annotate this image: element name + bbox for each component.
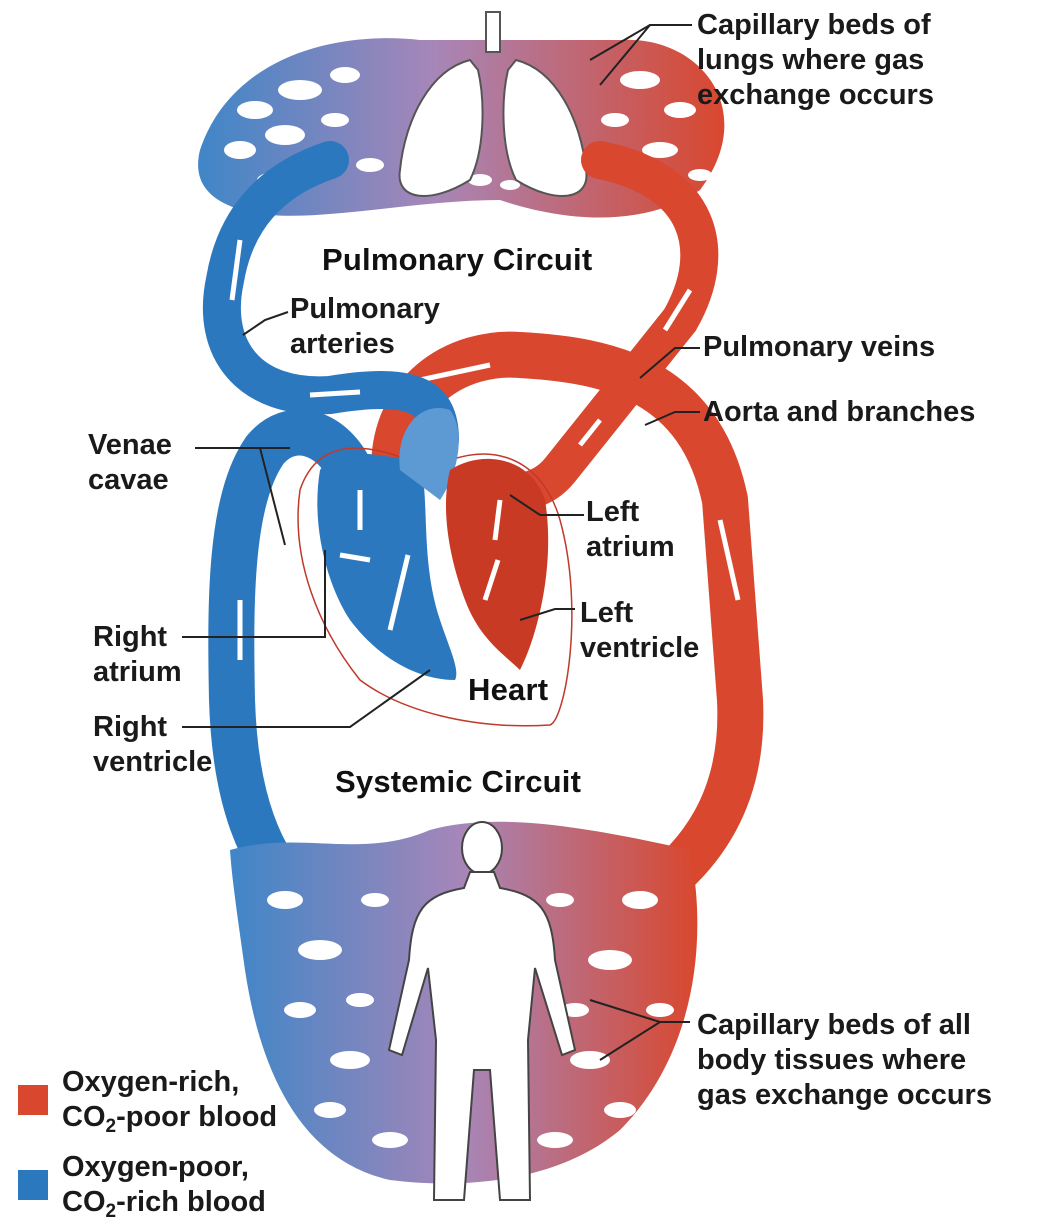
label-capillary-lungs-line1: Capillary beds of — [697, 8, 934, 43]
title-systemic-circuit: Systemic Circuit — [335, 764, 581, 799]
legend-text-oxygen-poor: Oxygen-poor, CO2-rich blood — [62, 1150, 266, 1220]
legend-oxygen-rich-sub: 2 — [106, 1116, 117, 1137]
label-capillary-beds-lungs: Capillary beds of lungs where gas exchan… — [697, 8, 934, 113]
legend-oxygen-rich-post: -poor blood — [116, 1101, 277, 1133]
title-pulmonary-circuit: Pulmonary Circuit — [322, 242, 592, 277]
legend-swatch-oxygen-poor — [18, 1170, 48, 1200]
label-right-ventricle-line2: ventricle — [93, 745, 212, 780]
legend-oxygen-poor-line1: Oxygen-poor, — [62, 1150, 266, 1185]
label-left-atrium-line2: atrium — [586, 530, 675, 565]
label-right-atrium-line2: atrium — [93, 655, 182, 690]
title-heart: Heart — [468, 672, 548, 707]
label-pulmonary-veins: Pulmonary veins — [703, 330, 935, 365]
label-pulmonary-arteries: Pulmonary arteries — [290, 292, 440, 362]
legend-text-oxygen-rich: Oxygen-rich, CO2-poor blood — [62, 1065, 277, 1135]
label-capillary-body-line3: gas exchange occurs — [697, 1078, 992, 1113]
label-aorta-and-branches: Aorta and branches — [703, 395, 975, 430]
label-left-ventricle-line2: ventricle — [580, 631, 699, 666]
legend-oxygen-poor-line2: CO2-rich blood — [62, 1185, 266, 1220]
label-right-atrium-line1: Right — [93, 620, 182, 655]
label-pulmonary-arteries-line2: arteries — [290, 327, 440, 362]
label-venae-cavae: Venae cavae — [88, 428, 172, 498]
label-left-ventricle: Left ventricle — [580, 596, 699, 666]
legend-oxygen-poor-post: -rich blood — [116, 1186, 266, 1218]
label-left-atrium-line1: Left — [586, 495, 675, 530]
label-capillary-body-line2: body tissues where — [697, 1043, 992, 1078]
label-venae-cavae-line1: Venae — [88, 428, 172, 463]
label-capillary-beds-body: Capillary beds of all body tissues where… — [697, 1008, 992, 1113]
label-capillary-lungs-line2: lungs where gas — [697, 43, 934, 78]
legend-oxygen-poor: Oxygen-poor, CO2-rich blood — [18, 1150, 266, 1220]
legend-oxygen-rich-line1: Oxygen-rich, — [62, 1065, 277, 1100]
label-pulmonary-arteries-line1: Pulmonary — [290, 292, 440, 327]
label-right-ventricle-line1: Right — [93, 710, 212, 745]
label-right-atrium: Right atrium — [93, 620, 182, 690]
legend-oxygen-rich-line2: CO2-poor blood — [62, 1100, 277, 1135]
legend-oxygen-rich-pre: CO — [62, 1101, 106, 1133]
legend-oxygen-poor-sub: 2 — [106, 1201, 117, 1222]
label-right-ventricle: Right ventricle — [93, 710, 212, 780]
legend-oxygen-rich: Oxygen-rich, CO2-poor blood — [18, 1065, 277, 1135]
legend-oxygen-poor-pre: CO — [62, 1186, 106, 1218]
label-capillary-body-line1: Capillary beds of all — [697, 1008, 992, 1043]
legend-swatch-oxygen-rich — [18, 1085, 48, 1115]
label-venae-cavae-line2: cavae — [88, 463, 172, 498]
label-capillary-lungs-line3: exchange occurs — [697, 78, 934, 113]
label-left-atrium: Left atrium — [586, 495, 675, 565]
label-left-ventricle-line1: Left — [580, 596, 699, 631]
